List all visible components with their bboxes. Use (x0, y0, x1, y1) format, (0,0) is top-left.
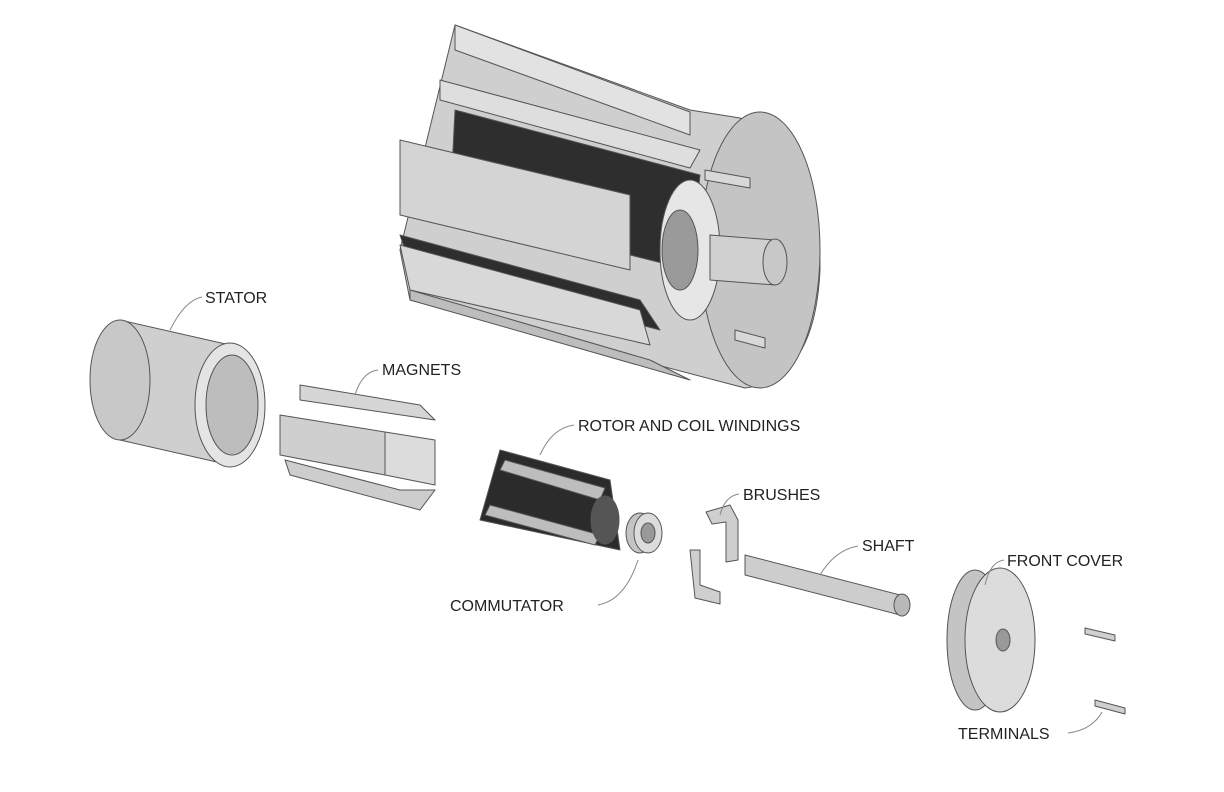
stator-part (89, 319, 266, 468)
rotor-part (479, 449, 621, 551)
label-front-cover: FRONT COVER (1007, 553, 1123, 570)
brushes-part (689, 504, 739, 605)
rotor-leader (539, 424, 575, 456)
front-cover-leader (984, 559, 1005, 586)
label-stator: STATOR (205, 290, 267, 307)
commutator-leader (597, 559, 639, 606)
label-rotor: ROTOR AND COIL WINDINGS (578, 418, 800, 435)
shaft-part (744, 554, 911, 617)
terminals-leader (1067, 711, 1103, 734)
terminals-part (1084, 627, 1126, 715)
label-brushes: BRUSHES (743, 487, 820, 504)
magnets-part (279, 384, 436, 511)
shaft-leader (819, 545, 859, 576)
label-commutator: COMMUTATOR (450, 598, 564, 615)
commutator-part (625, 512, 663, 554)
brushes-leader (719, 493, 740, 516)
front-cover-part (946, 567, 1036, 713)
label-terminals: TERMINALS (958, 726, 1050, 743)
label-shaft: SHAFT (862, 538, 915, 555)
label-magnets: MAGNETS (382, 362, 461, 379)
assembled-motor (399, 24, 821, 389)
stator-leader (169, 296, 203, 331)
magnets-leader (354, 369, 379, 396)
